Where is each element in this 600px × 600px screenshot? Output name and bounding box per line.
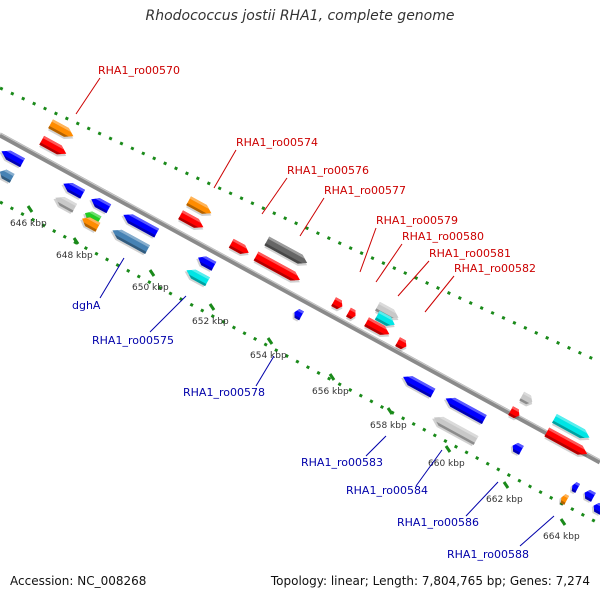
gene-feature[interactable]	[394, 337, 409, 353]
gene-feature[interactable]	[441, 394, 487, 426]
gene-feature[interactable]	[363, 317, 392, 340]
label-leader-line	[415, 449, 443, 487]
gene-feature[interactable]	[185, 196, 214, 219]
gene-feature[interactable]	[182, 265, 210, 288]
gene-label-reverse[interactable]: RHA1_ro00584	[346, 484, 428, 497]
labels-layer: RHA1_ro00570RHA1_ro00574RHA1_ro00576RHA1…	[72, 64, 555, 561]
tick-mark	[266, 337, 274, 345]
gene-feature[interactable]	[108, 226, 150, 256]
gene-feature[interactable]	[399, 372, 436, 399]
tick-label: 652 kbp	[192, 317, 229, 327]
gene-feature[interactable]	[551, 414, 593, 444]
gene-label-forward[interactable]: RHA1_ro00577	[324, 184, 406, 197]
gene-feature[interactable]	[508, 441, 524, 457]
accession-text: Accession: NC_008268	[10, 574, 147, 588]
label-leader-line	[375, 243, 403, 283]
genes-layer	[0, 119, 600, 517]
gene-feature[interactable]	[59, 179, 86, 201]
tick-mark	[559, 518, 567, 526]
tick-label: 662 kbp	[486, 495, 523, 505]
tick-label: 646 kbp	[10, 219, 47, 229]
gene-label-forward[interactable]: RHA1_ro00582	[454, 262, 536, 275]
topology-text: Topology: linear; Length: 7,804,765 bp; …	[270, 574, 590, 588]
gene-feature[interactable]	[263, 236, 310, 270]
gene-feature[interactable]	[430, 413, 479, 447]
gene-feature[interactable]	[177, 210, 206, 233]
label-leader-line	[397, 260, 430, 297]
label-leader-line	[465, 481, 499, 517]
tick-label: 664 kbp	[543, 532, 580, 542]
gene-feature[interactable]	[87, 194, 112, 215]
tick-label: 650 kbp	[132, 283, 169, 293]
gene-label-reverse[interactable]: RHA1_ro00583	[301, 456, 383, 469]
gene-feature[interactable]	[568, 481, 581, 495]
gene-feature[interactable]	[290, 307, 304, 322]
tick-label: 654 kbp	[250, 351, 287, 361]
map-title: Rhodococcus jostii RHA1, complete genome	[145, 8, 455, 24]
tick-label: 660 kbp	[428, 459, 465, 469]
tick-mark	[328, 373, 336, 381]
label-leader-line	[213, 149, 237, 189]
gene-feature[interactable]	[543, 427, 590, 461]
tick-mark	[26, 205, 34, 213]
tick-mark	[72, 237, 80, 245]
gene-feature[interactable]	[330, 297, 345, 313]
gene-feature[interactable]	[518, 391, 535, 409]
label-leader-line	[359, 227, 377, 273]
tick-label: 658 kbp	[370, 421, 407, 431]
gene-feature[interactable]	[589, 501, 600, 517]
label-leader-line	[365, 435, 387, 457]
gene-feature[interactable]	[374, 301, 402, 325]
gene-label-forward[interactable]: RHA1_ro00576	[287, 164, 369, 177]
label-leader-line	[261, 177, 288, 215]
label-leader-line	[75, 77, 101, 115]
label-leader-line	[299, 197, 325, 237]
gene-feature[interactable]	[507, 406, 522, 422]
gene-label-reverse[interactable]: RHA1_ro00575	[92, 334, 174, 347]
gene-feature[interactable]	[119, 210, 160, 239]
label-leader-line	[99, 257, 125, 299]
label-leader-line	[519, 515, 555, 547]
ticks-layer: 646 kbp 648 kbp 650 kbp 652 kbp 654 kbp 656 k…	[10, 205, 580, 542]
gene-label-forward[interactable]: RHA1_ro00579	[376, 214, 458, 227]
gene-label-forward[interactable]: RHA1_ro00570	[98, 64, 180, 77]
label-leader-line	[255, 355, 275, 387]
gene-feature[interactable]	[47, 119, 76, 142]
gene-feature[interactable]	[194, 253, 217, 273]
upper-tick-track	[0, 86, 600, 364]
gene-label-forward[interactable]: RHA1_ro00574	[236, 136, 318, 149]
gene-label-reverse[interactable]: RHA1_ro00586	[397, 516, 479, 529]
gene-label-reverse[interactable]: RHA1_ro00578	[183, 386, 265, 399]
gene-feature[interactable]	[580, 488, 596, 504]
gene-feature[interactable]	[0, 146, 25, 169]
gene-feature[interactable]	[0, 167, 15, 185]
tick-mark	[444, 445, 452, 453]
tick-mark	[502, 481, 510, 489]
label-leader-line	[149, 295, 187, 333]
tick-mark	[386, 407, 394, 415]
genome-backbone	[0, 132, 600, 465]
tick-label: 648 kbp	[56, 251, 93, 261]
gene-label-reverse[interactable]: RHA1_ro00588	[447, 548, 529, 561]
tick-mark	[148, 269, 156, 277]
label-leader-line	[424, 275, 455, 313]
gene-feature[interactable]	[228, 238, 252, 260]
gene-feature[interactable]	[253, 251, 304, 287]
gene-feature[interactable]	[38, 135, 69, 160]
gene-label-forward[interactable]: RHA1_ro00580	[402, 230, 484, 243]
tick-mark	[208, 303, 216, 311]
gene-feature[interactable]	[557, 493, 570, 507]
gene-feature[interactable]	[78, 214, 101, 234]
gene-feature[interactable]	[51, 193, 78, 215]
gene-label-reverse[interactable]: dghA	[72, 299, 101, 312]
genome-backbone-highlight	[0, 132, 600, 461]
gene-feature[interactable]	[345, 307, 359, 323]
tick-label: 656 kbp	[312, 387, 349, 397]
gene-label-forward[interactable]: RHA1_ro00581	[429, 247, 511, 260]
